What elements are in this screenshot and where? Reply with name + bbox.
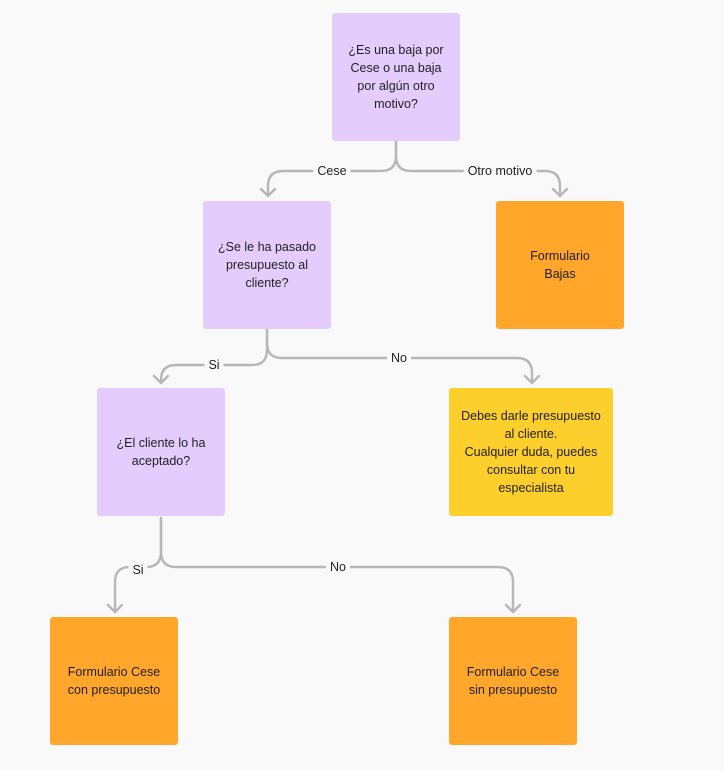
result-node-cese-con-presupuesto[interactable]: Formulario Cese con presupuesto bbox=[50, 617, 178, 745]
result-text: Formulario Bajas bbox=[530, 249, 590, 281]
edge-label-si: Si bbox=[204, 357, 224, 373]
arrowhead-no-1 bbox=[523, 374, 541, 385]
arrowhead-otro-motivo bbox=[551, 187, 569, 198]
edge-label-si: Si bbox=[128, 562, 148, 578]
arrowhead-no-2 bbox=[504, 603, 522, 614]
question-text: ¿Es una baja por Cese o una baja por alg… bbox=[348, 43, 444, 111]
arrowhead-cese bbox=[259, 187, 277, 198]
edge-label-otro-motivo: Otro motivo bbox=[463, 163, 537, 179]
result-node-cese-sin-presupuesto[interactable]: Formulario Cese sin presupuesto bbox=[449, 617, 577, 745]
edge-label-no: No bbox=[387, 350, 411, 366]
edge-label-no: No bbox=[326, 559, 350, 575]
question-text: ¿Se le ha pasado presupuesto al cliente? bbox=[218, 240, 316, 290]
question-text: ¿El cliente lo ha aceptado? bbox=[116, 436, 206, 468]
arrowhead-si-1 bbox=[152, 374, 170, 385]
question-node-aceptado[interactable]: ¿El cliente lo ha aceptado? bbox=[97, 388, 225, 516]
edge-label-cese: Cese bbox=[313, 163, 351, 179]
result-node-formulario-bajas[interactable]: Formulario Bajas bbox=[496, 201, 624, 329]
question-node-baja-type[interactable]: ¿Es una baja por Cese o una baja por alg… bbox=[332, 13, 460, 141]
arrowhead-si-2 bbox=[106, 603, 124, 614]
result-text: Formulario Cese con presupuesto bbox=[67, 665, 161, 697]
advice-node[interactable]: Debes darle presupuesto al cliente. Cual… bbox=[449, 388, 613, 516]
result-text: Formulario Cese sin presupuesto bbox=[466, 665, 560, 697]
advice-text: Debes darle presupuesto al cliente. Cual… bbox=[461, 409, 601, 495]
question-node-presupuesto[interactable]: ¿Se le ha pasado presupuesto al cliente? bbox=[203, 201, 331, 329]
